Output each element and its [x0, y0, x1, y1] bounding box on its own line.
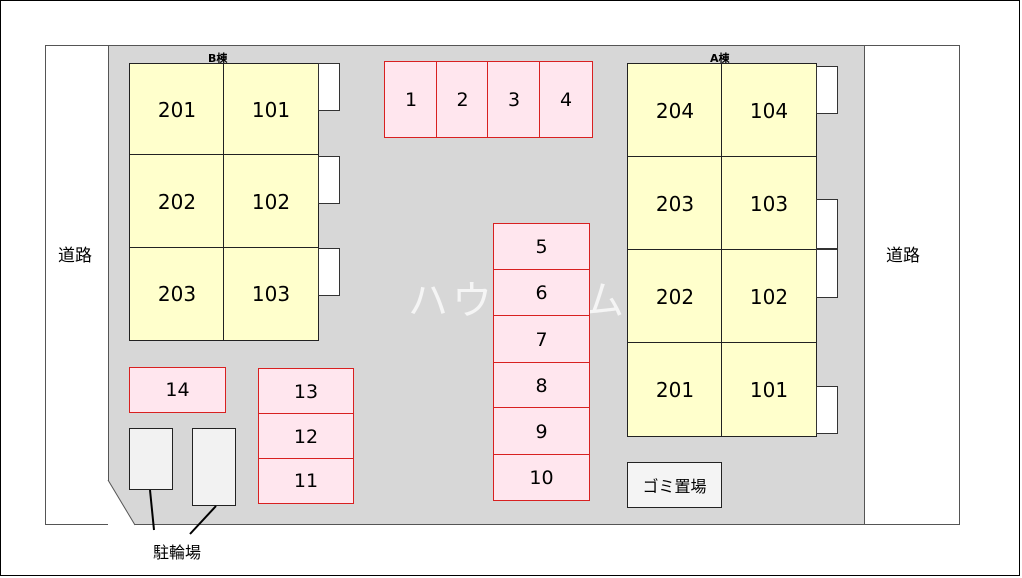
parking-3[interactable]: 3 [487, 61, 541, 138]
balcony-b-1 [318, 63, 340, 111]
balcony-a-2 [816, 199, 838, 249]
room-a-204[interactable]: 204 [627, 63, 723, 158]
room-b-103[interactable]: 103 [223, 247, 319, 341]
room-a-104[interactable]: 104 [721, 63, 817, 158]
bicycle-parking-label: 駐輪場 [153, 543, 202, 562]
room-a-101[interactable]: 101 [721, 342, 817, 437]
room-a-203[interactable]: 203 [627, 156, 723, 251]
room-a-202[interactable]: 202 [627, 249, 723, 344]
balcony-a-1 [816, 66, 838, 114]
room-a-103[interactable]: 103 [721, 156, 817, 251]
road-right-label: 道路 [886, 246, 920, 266]
room-b-203[interactable]: 203 [129, 247, 225, 341]
bicycle-pointer-lines [149, 489, 217, 535]
room-b-101[interactable]: 101 [223, 63, 319, 156]
room-a-102[interactable]: 102 [721, 249, 817, 344]
parking-11[interactable]: 11 [258, 458, 354, 504]
balcony-a-3 [816, 249, 838, 298]
parking-1[interactable]: 1 [384, 61, 438, 138]
bicycle-parking-left [129, 428, 173, 490]
room-b-202[interactable]: 202 [129, 154, 225, 249]
parking-9[interactable]: 9 [493, 407, 590, 456]
garbage-area[interactable]: ゴミ置場 [627, 462, 722, 508]
bicycle-parking-right [192, 428, 236, 506]
balcony-a-4 [816, 386, 838, 434]
parking-2[interactable]: 2 [436, 61, 489, 138]
parking-5[interactable]: 5 [493, 223, 590, 271]
lot-corner-cut [107, 480, 136, 526]
balcony-b-3 [318, 248, 340, 296]
parking-10[interactable]: 10 [493, 454, 590, 501]
parking-6[interactable]: 6 [493, 269, 590, 317]
room-b-201[interactable]: 201 [129, 63, 225, 156]
balcony-b-2 [318, 156, 340, 204]
room-b-102[interactable]: 102 [223, 154, 319, 249]
parking-4[interactable]: 4 [539, 61, 593, 138]
road-right-area [864, 45, 960, 525]
parking-14[interactable]: 14 [129, 367, 226, 413]
building-a-label: A棟 [710, 52, 730, 65]
road-left-area [45, 45, 109, 525]
building-b-label: B棟 [208, 52, 228, 65]
room-a-201[interactable]: 201 [627, 342, 723, 437]
road-left-label: 道路 [58, 246, 92, 266]
parking-12[interactable]: 12 [258, 413, 354, 460]
parking-7[interactable]: 7 [493, 315, 590, 364]
parking-13[interactable]: 13 [258, 368, 354, 415]
parking-8[interactable]: 8 [493, 362, 590, 409]
